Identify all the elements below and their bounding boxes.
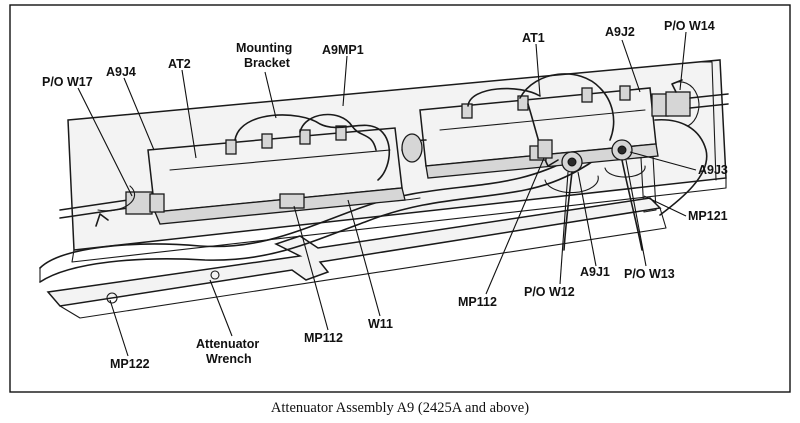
label-w11: W11 — [368, 317, 393, 331]
label-mp112-right: MP112 — [458, 295, 497, 309]
label-attenuator-wrench-line2: Wrench — [206, 352, 252, 366]
callout-labels: P/O W17 A9J4 AT2 Mounting Bracket A9MP1 … — [42, 19, 728, 371]
figure-frame — [9, 4, 791, 393]
interconnect-coax-drawing — [234, 73, 708, 216]
label-p-o-w13: P/O W13 — [624, 267, 675, 281]
figure-caption: Attenuator Assembly A9 (2425A and above) — [270, 400, 530, 416]
label-at2: AT2 — [168, 57, 191, 71]
at1-attenuator-body — [419, 85, 659, 179]
right-top-connector-drawing — [651, 79, 729, 127]
mp112-clips-drawing — [279, 139, 553, 209]
at2-attenuator-body — [147, 125, 406, 225]
label-a9j2: A9J2 — [605, 25, 635, 39]
label-a9j1: A9J1 — [580, 265, 610, 279]
label-p-o-w12: P/O W12 — [524, 285, 575, 299]
label-a9j4: A9J4 — [106, 65, 136, 79]
leader-lines — [77, 31, 697, 357]
label-p-o-w17: P/O W17 — [42, 75, 93, 89]
label-mp121: MP121 — [688, 209, 728, 223]
label-p-o-w14: P/O W14 — [664, 19, 715, 33]
label-mp122: MP122 — [110, 357, 150, 371]
label-a9j3: A9J3 — [698, 163, 728, 177]
label-attenuator-wrench-line1: Attenuator — [196, 337, 259, 351]
attenuator-wrench-drawing — [46, 197, 667, 319]
label-mounting-bracket-line1: Mounting — [236, 41, 292, 55]
left-connector-drawing — [59, 185, 165, 227]
label-a9mp1: A9MP1 — [322, 43, 364, 57]
label-at1: AT1 — [522, 31, 545, 45]
label-mounting-bracket-line2: Bracket — [244, 56, 291, 70]
label-mp112-left: MP112 — [304, 331, 343, 345]
